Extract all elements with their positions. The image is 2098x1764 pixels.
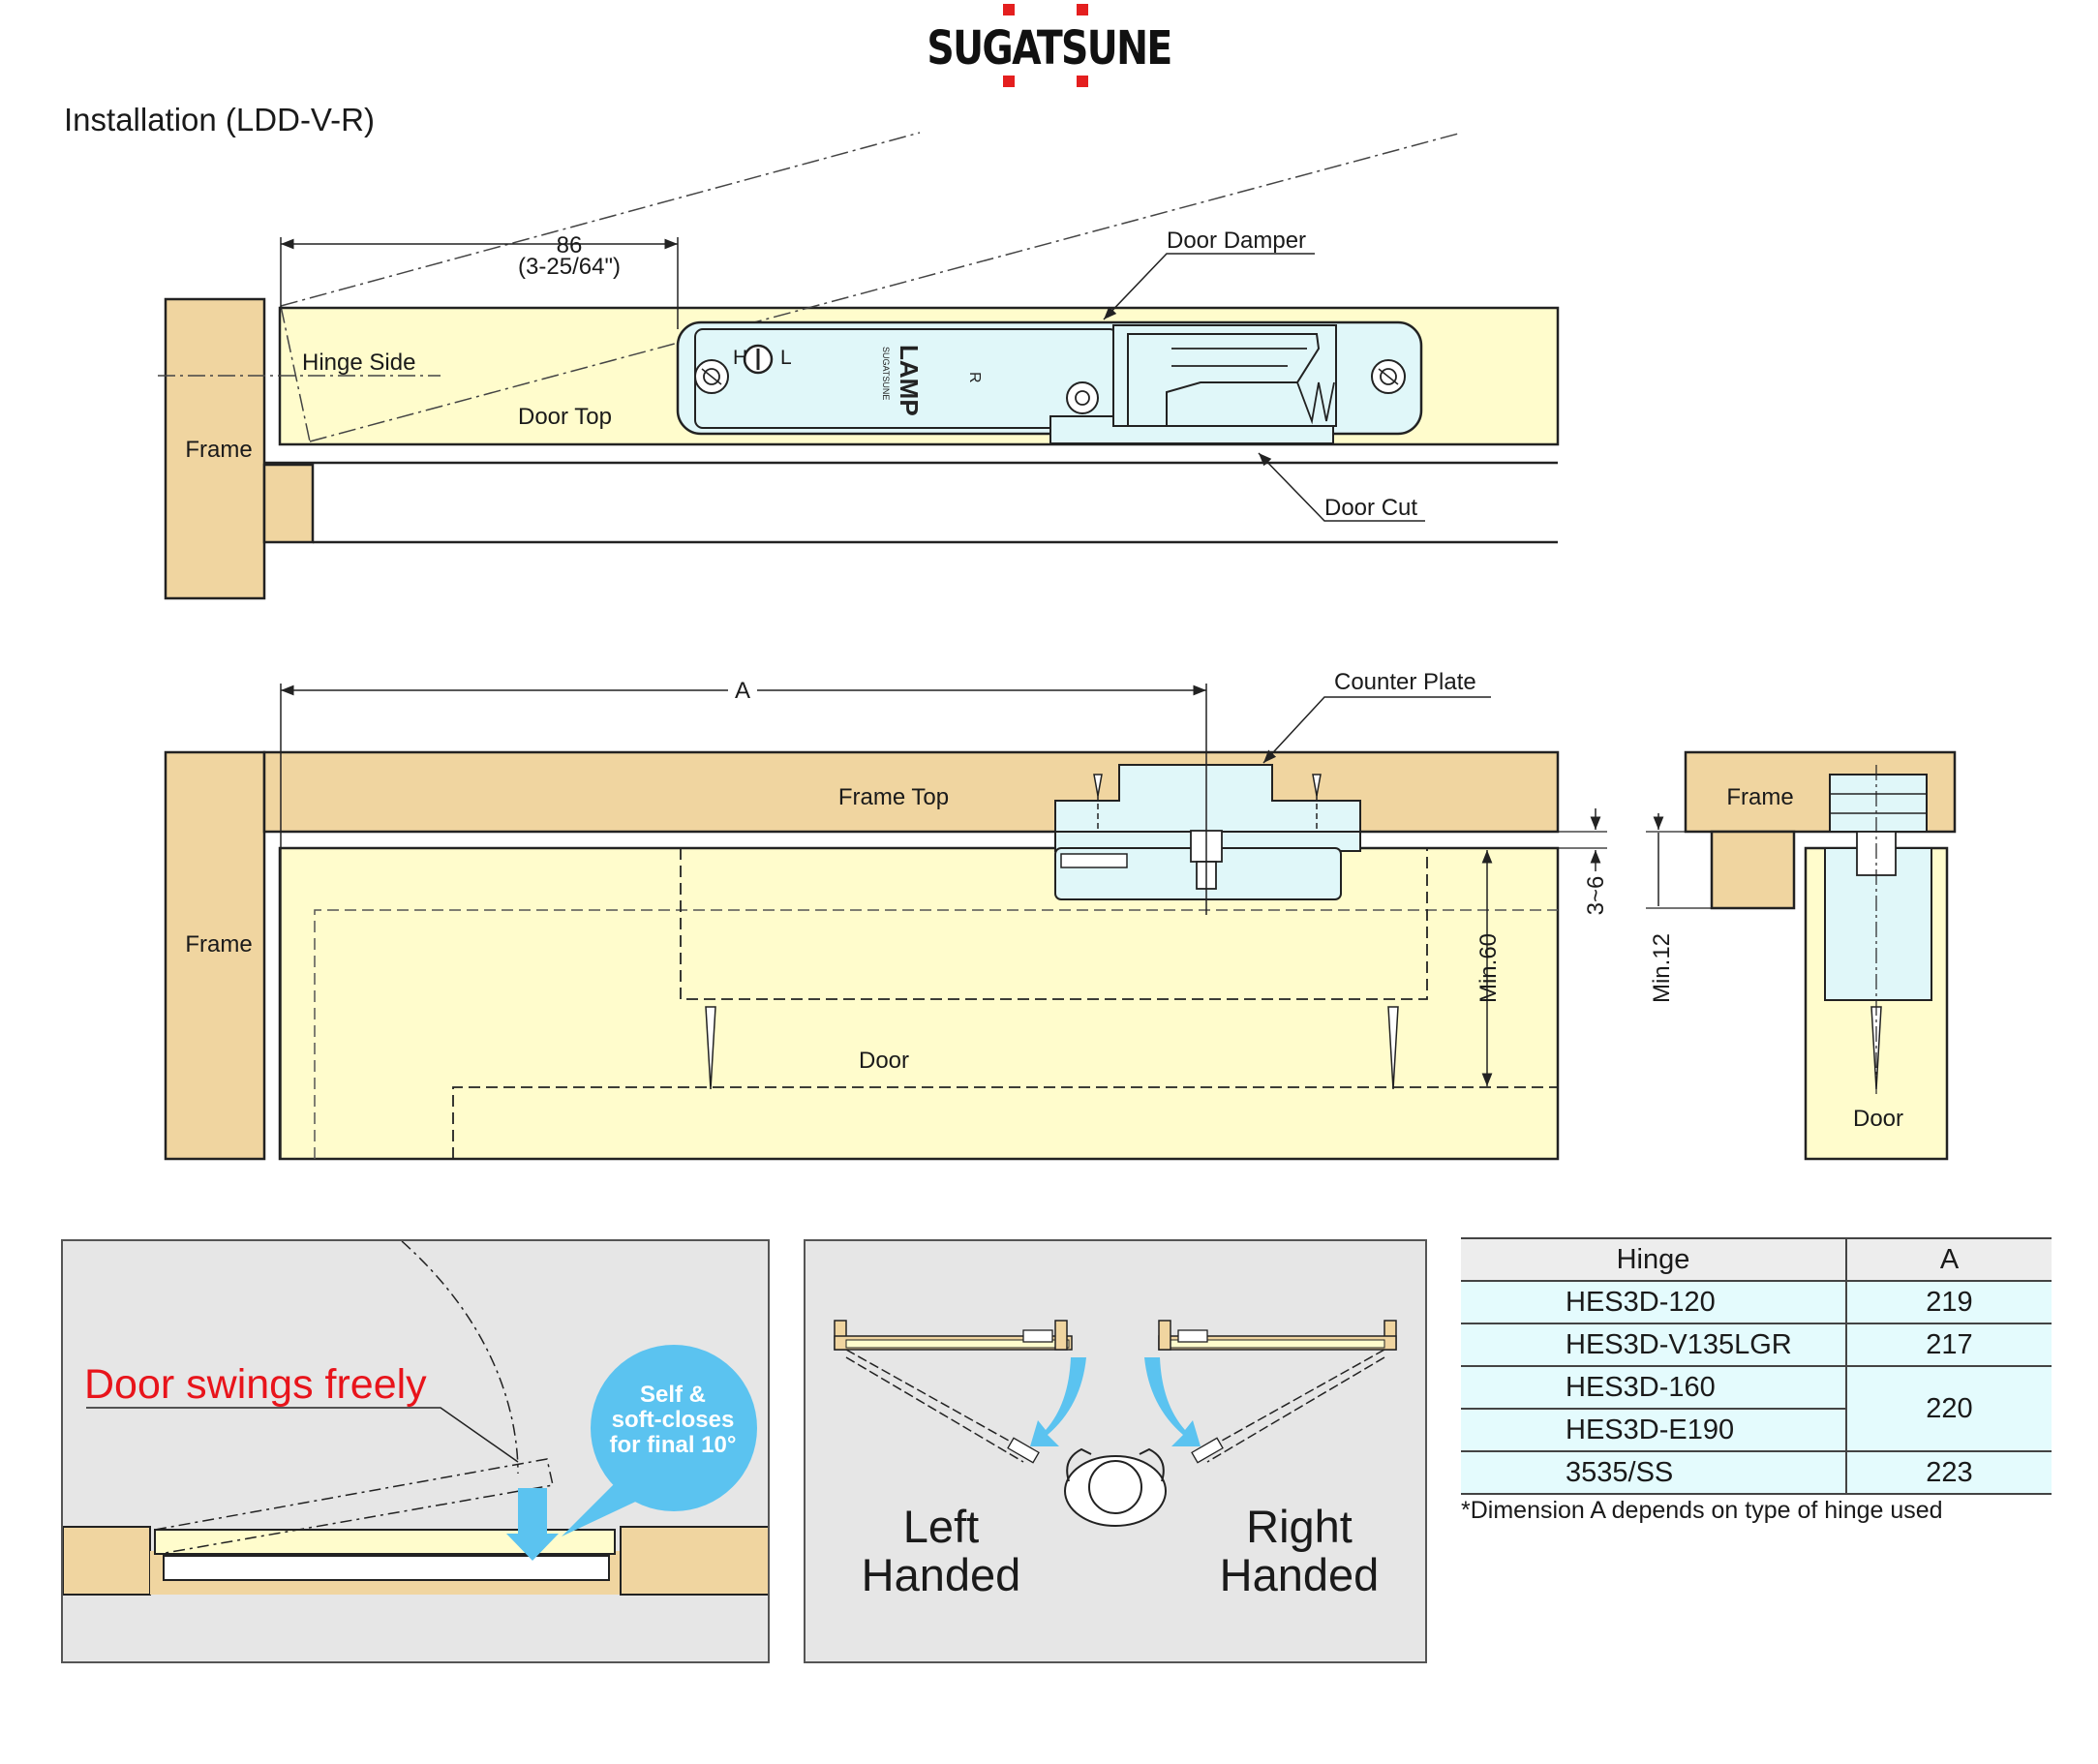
dimension-86-inch: (3-25/64") — [518, 254, 621, 280]
left-handed-label: Left Handed — [825, 1503, 1057, 1599]
label-door-cut: Door Cut — [1324, 495, 1417, 521]
damper-brand: LAMP — [895, 345, 924, 416]
a-cell: 217 — [1845, 1323, 2052, 1367]
door-swing-illustration — [63, 1241, 768, 1596]
damper-maker: SUGATSUNE — [881, 347, 891, 400]
right-handed-line-1: Right — [1246, 1501, 1353, 1552]
dimension-3-6: 3~6 — [1583, 876, 1609, 916]
hinge-table: Hinge A HES3D-120 219 HES3D-V135LGR 217 … — [1461, 1237, 2052, 1495]
logo-mark-top-left — [1003, 4, 1015, 15]
label-door-section: Door — [859, 1048, 909, 1074]
label-frame-top: Frame Top — [838, 784, 949, 810]
logo-mark-bottom-left — [1003, 76, 1015, 87]
hinge-cell: HES3D-E190 — [1461, 1409, 1846, 1452]
section-view: A Counter Plate Frame Top Frame Door Min… — [164, 669, 1957, 1161]
hinge-cell: HES3D-160 — [1461, 1366, 1846, 1410]
valve-label-h: H — [733, 347, 747, 369]
damper-mechanism — [1112, 324, 1337, 427]
swing-caption: Door swings freely — [84, 1361, 427, 1408]
person-icon — [1064, 1447, 1167, 1527]
frame-stop — [262, 463, 315, 544]
table-row: 3535/SS 223 — [1461, 1451, 2052, 1495]
side-label-frame: Frame — [1726, 784, 1793, 810]
hinge-cell: HES3D-V135LGR — [1461, 1323, 1846, 1367]
damper-marking: R — [966, 372, 983, 383]
left-handed-line-1: Left — [902, 1501, 980, 1552]
handedness-illustration — [834, 1320, 1397, 1527]
a-cell: 220 — [1845, 1366, 2052, 1452]
logo-mark-top-right — [1077, 4, 1088, 15]
brand-logo: SUGATSUNE — [927, 21, 1172, 76]
panel-door-swing: Door swings freely Self & soft-closes fo… — [61, 1239, 770, 1663]
table-row: HES3D-120 219 — [1461, 1281, 2052, 1324]
table-row: HES3D-E190 — [1461, 1409, 2052, 1452]
side-label-door: Door — [1853, 1106, 1903, 1132]
table-note: *Dimension A depends on type of hinge us… — [1461, 1497, 1943, 1524]
bubble-line-3: for final 10° — [609, 1432, 737, 1458]
frame-block — [164, 297, 266, 600]
a-cell: 219 — [1845, 1281, 2052, 1324]
left-handed-line-2: Handed — [861, 1549, 1021, 1600]
label-counter-plate: Counter Plate — [1334, 669, 1476, 695]
header-a: A — [1845, 1237, 2052, 1282]
soft-close-bubble: Self & soft-closes for final 10° — [586, 1383, 760, 1458]
bubble-line-2: soft-closes — [611, 1407, 735, 1433]
valve-label-l: L — [780, 347, 792, 369]
header-hinge: Hinge — [1461, 1237, 1846, 1282]
hinge-cell: HES3D-120 — [1461, 1281, 1846, 1324]
label-hinge-side: Hinge Side — [302, 350, 415, 376]
label-frame-section: Frame — [185, 931, 252, 958]
hinge-cell: 3535/SS — [1461, 1451, 1846, 1495]
right-handed-label: Right Handed — [1183, 1503, 1415, 1599]
frame-side-section — [164, 750, 266, 1161]
label-door-top: Door Top — [518, 404, 612, 430]
panel-handedness: Left Handed Right Handed — [804, 1239, 1427, 1663]
page-title: Installation (LDD-V-R) — [64, 102, 375, 137]
table-row: HES3D-V135LGR 217 — [1461, 1323, 2052, 1367]
bubble-line-1: Self & — [639, 1382, 706, 1408]
dimension-min12: Min.12 — [1649, 933, 1675, 1003]
right-handed-line-2: Handed — [1219, 1549, 1380, 1600]
dimension-min60: Min.60 — [1475, 933, 1502, 1003]
dimension-a: A — [735, 678, 750, 704]
dimension-86: 86 — [557, 232, 583, 259]
label-door-damper: Door Damper — [1167, 228, 1306, 254]
top-view: 86 (3-25/64") H L LAMP SUGATSUNE R Door … — [158, 132, 1560, 600]
table-row: HES3D-160 220 — [1461, 1366, 2052, 1452]
a-cell: 223 — [1845, 1451, 2052, 1495]
installation-drawing: 86 (3-25/64") H L LAMP SUGATSUNE R Door … — [158, 132, 1957, 1161]
door-section — [278, 846, 1560, 1161]
logo-mark-bottom-right — [1077, 76, 1088, 87]
label-frame-top-view: Frame — [185, 437, 252, 463]
